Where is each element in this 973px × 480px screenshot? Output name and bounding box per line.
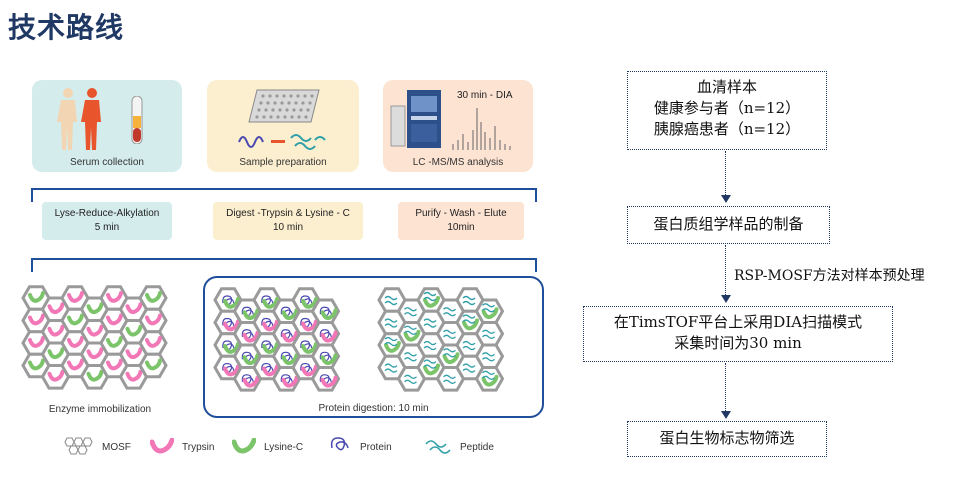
legend-protein: Protein: [360, 442, 392, 453]
spectrum-icon: [452, 108, 511, 150]
dia-tag: 30 min - DIA: [457, 90, 513, 101]
protein-legend-icon: [330, 437, 349, 451]
arrow-3: [725, 363, 726, 411]
step-lyse-time: 5 min: [94, 222, 120, 233]
sample-preparation-caption: Sample preparation: [239, 157, 327, 168]
arrow-3-head: [721, 411, 731, 419]
digestion-lattice-protein: [213, 287, 341, 392]
arrow-1: [725, 151, 726, 195]
enzyme-immobilization-lattice: [21, 285, 168, 390]
step-purify: Purify - Wash - Elute 10min: [398, 202, 524, 240]
lower-bracket: [31, 258, 537, 272]
step-lyse: Lyse-Reduce-Alkylation 5 min: [42, 202, 172, 240]
page-title: 技术路线: [8, 11, 125, 44]
blood-tube-icon: [131, 96, 143, 144]
mosf-hex-cell: [138, 352, 168, 379]
mosf-hex-cell: [138, 285, 168, 311]
pancreatic-cancer-patients: 胰腺癌患者（n=12）: [653, 120, 801, 138]
arrow-2: [725, 245, 726, 295]
timstof-dia-line1: 在TimsTOF平台上采用DIA扫描模式: [613, 313, 863, 331]
healthy-participants: 健康参与者（n=12）: [653, 99, 801, 117]
legend-peptide: Peptide: [460, 442, 494, 453]
protein-digestion-frame: [203, 276, 544, 418]
arrow-2-head: [721, 295, 731, 303]
well-plate-icon: [248, 89, 320, 123]
enzyme-immobilization-caption: Enzyme immobilization: [48, 404, 152, 415]
legend-trypsin: Trypsin: [182, 442, 215, 453]
human-figures-icon: [57, 88, 101, 150]
lc-ms-panel: 30 min - DIA LC -MS/MS analysis: [383, 80, 533, 172]
timstof-dia-line2: 采集时间为30 min: [674, 334, 802, 352]
digestion-lattice-peptide: [377, 287, 505, 392]
timstof-dia-box: 在TimsTOF平台上采用DIA扫描模式 采集时间为30 min: [583, 306, 893, 362]
biomarker-screening-label: 蛋白生物标志物筛选: [659, 429, 795, 447]
serum-sample-title: 血清样本: [696, 78, 757, 96]
biomarker-screening-box: 蛋白生物标志物筛选: [627, 421, 827, 457]
step-digest-time: 10 min: [272, 222, 303, 233]
step-lyse-label: Lyse-Reduce-Alkylation: [54, 208, 160, 219]
legend-lysine-c: Lysine-C: [264, 442, 304, 453]
lysine-c-legend-icon: [232, 438, 256, 454]
peptide-legend-icon: [425, 440, 451, 454]
lc-ms-caption: LC -MS/MS analysis: [412, 157, 504, 168]
trypsin-legend-icon: [150, 438, 174, 454]
proteomics-prep-label: 蛋白质组学样品的制备: [653, 215, 804, 233]
mosf-hex-cell: [474, 343, 505, 369]
sample-preparation-panel: Sample preparation: [207, 80, 359, 172]
serum-sample-box: 血清样本 健康参与者（n=12） 胰腺癌患者（n=12）: [627, 71, 827, 150]
step-purify-time: 10min: [447, 222, 475, 233]
serum-collection-caption: Serum collection: [70, 157, 144, 168]
step-digest: Digest -Trypsin & Lysine - C 10 min: [213, 202, 363, 240]
protein-digestion-caption: Protein digestion: 10 min: [318, 403, 429, 414]
upper-bracket: [31, 188, 537, 202]
mosf-hex-cell: [138, 307, 168, 334]
proteomics-prep-box: 蛋白质组学样品的制备: [627, 206, 830, 244]
arrow-1-head: [721, 195, 731, 203]
protein-to-peptide-icon: [238, 134, 326, 150]
step-purify-label: Purify - Wash - Elute: [415, 208, 507, 219]
mass-spectrometer-icon: [390, 90, 441, 148]
step-digest-label: Digest -Trypsin & Lysine - C: [226, 208, 350, 219]
mosf-legend-icon: [64, 437, 93, 455]
rsp-mosf-method-label: RSP-MOSF方法对样本预处理: [734, 268, 925, 284]
mosf-hex-cell: [138, 330, 168, 356]
serum-collection-panel: Serum collection: [32, 80, 182, 172]
mosf-hex-cell: [474, 321, 505, 347]
legend-mosf: MOSF: [102, 442, 131, 453]
